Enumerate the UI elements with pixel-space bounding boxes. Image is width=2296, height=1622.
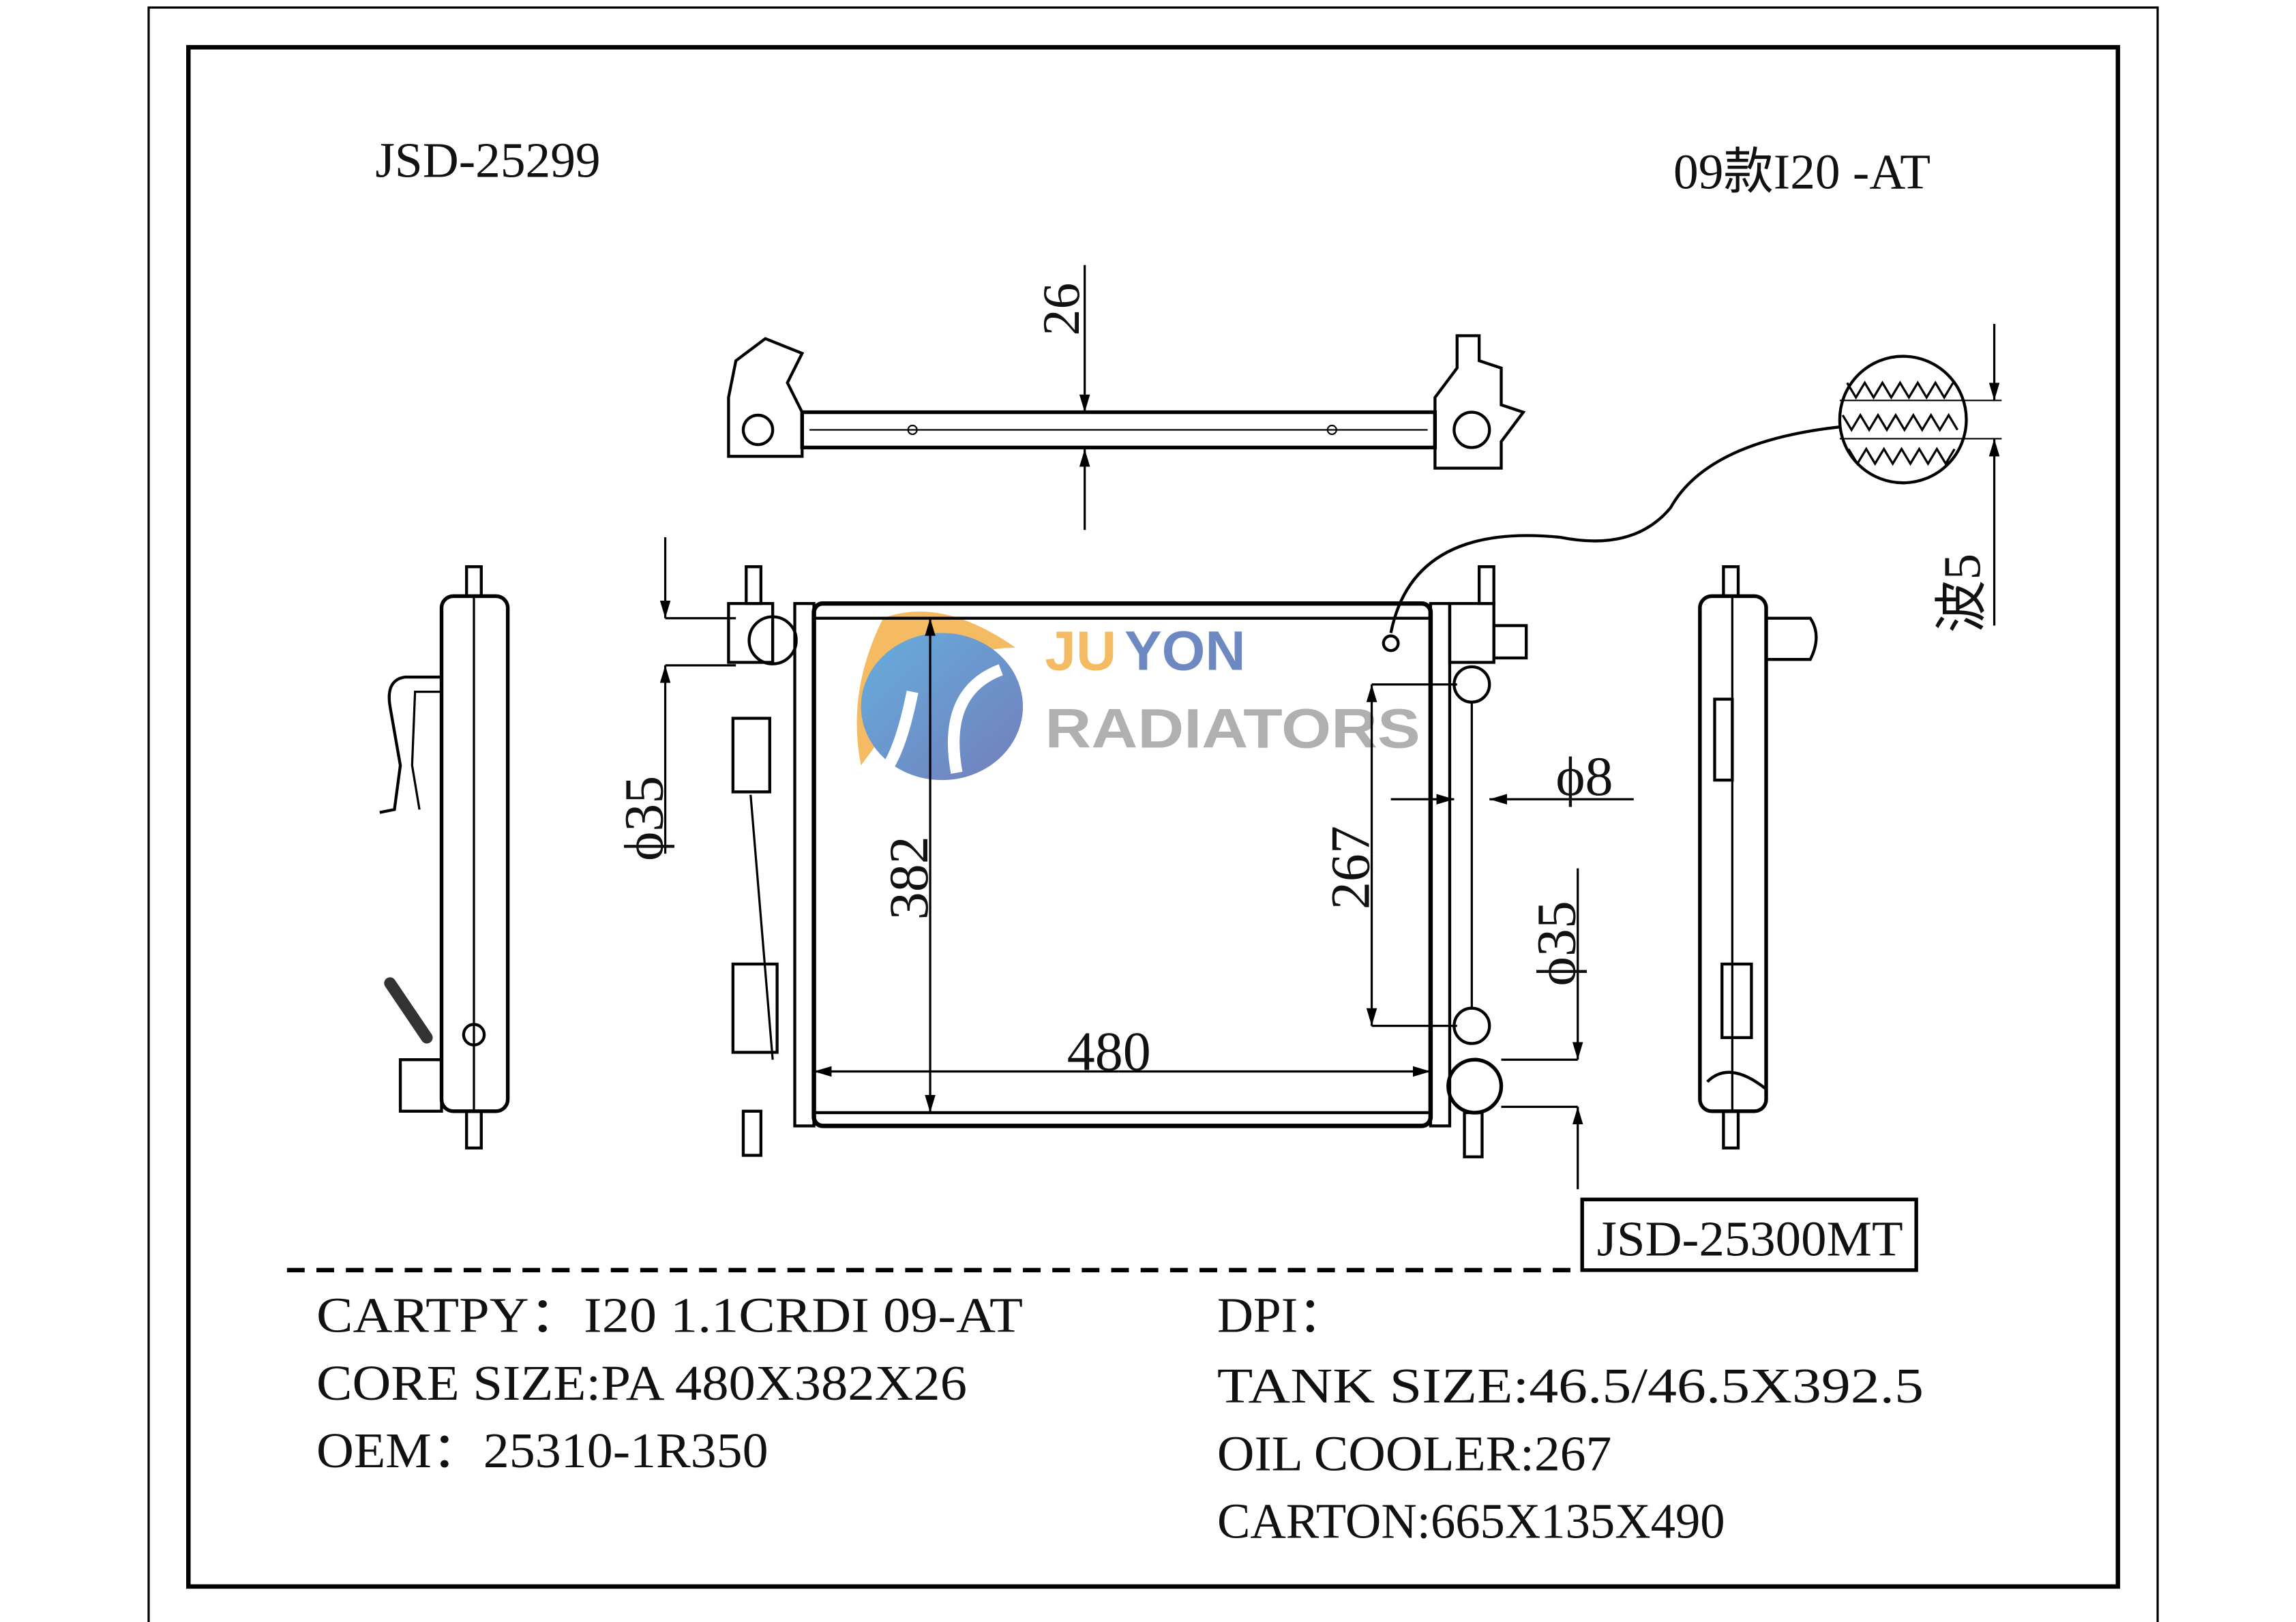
- outer-border: [147, 6, 2159, 1622]
- inner-border: [186, 45, 2121, 1589]
- dim-height-label: 382: [878, 836, 940, 920]
- spec-core-size: CORE SIZE:PA 480X382X26: [316, 1355, 967, 1411]
- spec-carton: CARTON:665X135X490: [1217, 1494, 1725, 1549]
- logo-subtitle: RADIATORS: [1045, 698, 1420, 760]
- logo-brand-ju: JU: [1045, 620, 1116, 682]
- spec-oem: OEM：25310-1R350: [316, 1423, 769, 1478]
- dim-oil-pipe-label: ϕ8: [1555, 745, 1613, 807]
- front-view: [727, 565, 1528, 1158]
- juyon-logo: JU YON RADIATORS: [856, 612, 1420, 785]
- spec-oil-cooler: OIL COOLER:267: [1217, 1426, 1611, 1481]
- vehicle-label: 09款I20 -AT: [1673, 145, 1930, 200]
- dim-outlet-label: ϕ35: [1525, 901, 1587, 986]
- related-model-box: [1580, 1197, 1918, 1272]
- fin-detail: [1382, 324, 2002, 652]
- dim-width-label: 480: [1067, 1020, 1151, 1082]
- fin-wave-label: 波5: [1933, 554, 1991, 633]
- spec-cartpy: CARTPY：I20 1.1CRDI 09-AT: [316, 1288, 1023, 1343]
- spec-dpi: DPI：: [1217, 1288, 1348, 1343]
- related-model-code: JSD-25300MT: [1597, 1211, 1903, 1266]
- model-code: JSD-25299: [375, 132, 600, 187]
- logo-brand-yon: YON: [1124, 620, 1246, 682]
- right-side-view: [1698, 565, 1818, 1150]
- dim-oil-cooler-label: 267: [1319, 826, 1381, 910]
- left-side-view: [379, 565, 510, 1150]
- top-view: [727, 334, 1526, 470]
- dim-inlet-label: ϕ35: [612, 776, 674, 861]
- dim-thickness-label: 26: [1032, 283, 1090, 336]
- spec-tank-size: TANK SIZE:46.5/46.5X392.5: [1217, 1358, 1924, 1413]
